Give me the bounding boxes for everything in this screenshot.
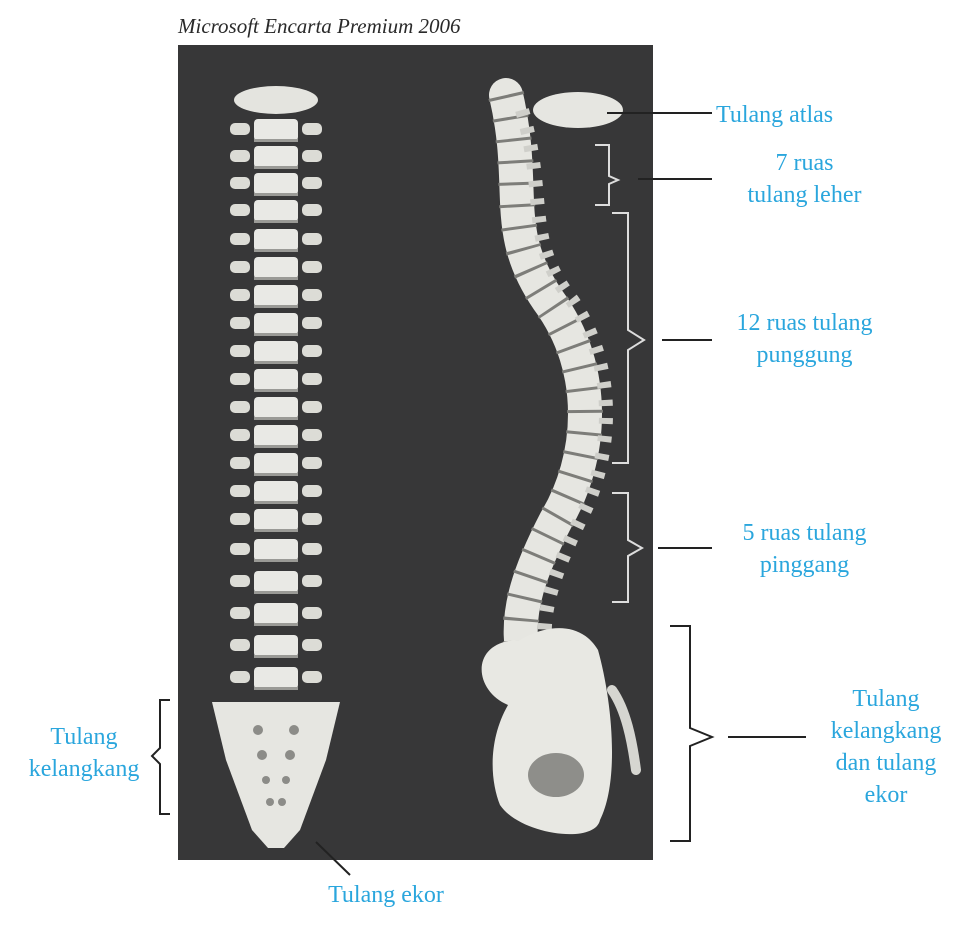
label-pelvis-line4: ekor (864, 782, 908, 808)
label-pelvis-line2: kelangkang (830, 718, 942, 744)
label-sacrum-line1: Tulang (50, 724, 118, 750)
side-spine-image (481, 78, 641, 835)
label-cervical-line2: tulang leher (747, 182, 862, 208)
side-pelvis-shape (481, 628, 613, 835)
label-lumbar-line1: 5 ruas tulang (742, 520, 867, 546)
front-sacrum-shape (212, 702, 340, 848)
label-pelvis-line1: Tulang (852, 686, 920, 712)
label-sacrum-line2: kelangkang (28, 756, 140, 782)
label-atlas: Tulang atlas (716, 102, 834, 128)
label-lumbar-line2: pinggang (759, 552, 850, 578)
label-pelvis-line3: dan tulang (835, 750, 937, 776)
label-thoracic-line2: punggung (756, 342, 853, 368)
label-pointers (150, 112, 806, 876)
source-caption: Microsoft Encarta Premium 2006 (178, 14, 461, 38)
front-spine-image (212, 86, 340, 848)
label-cervical-line1: 7 ruas (775, 150, 834, 176)
label-coccyx: Tulang ekor (328, 882, 444, 908)
label-thoracic-line1: 12 ruas tulang (736, 310, 873, 336)
